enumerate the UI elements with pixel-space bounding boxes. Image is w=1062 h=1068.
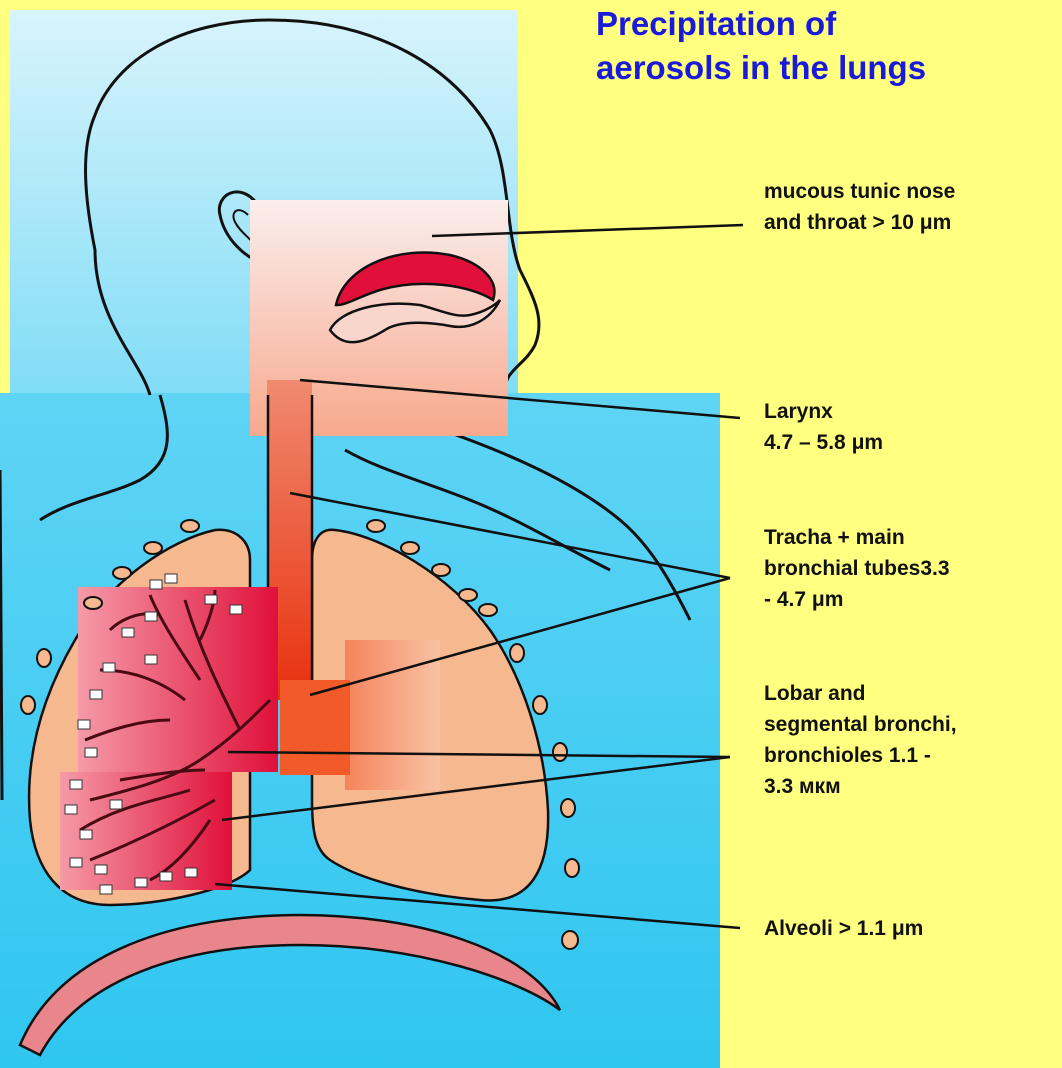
label-lobar-line-2: segmental bronchi,	[764, 709, 957, 740]
label-larynx-line-1: Larynx	[764, 396, 883, 427]
label-lobar-bronchi: Lobar and segmental bronchi, bronchioles…	[764, 678, 957, 802]
title-line-2: aerosols in the lungs	[596, 46, 926, 90]
label-trachea-line-3: - 4.7 μm	[764, 584, 950, 615]
lobar-bronchi-region	[78, 587, 278, 772]
label-nose-line-2: and throat > 10 μm	[764, 207, 955, 238]
label-trachea-line-2: bronchial tubes3.3	[764, 553, 950, 584]
label-larynx: Larynx 4.7 – 5.8 μm	[764, 396, 883, 458]
title-line-1: Precipitation of	[596, 2, 926, 46]
label-lobar-line-4: 3.3 мкм	[764, 771, 957, 802]
label-larynx-line-2: 4.7 – 5.8 μm	[764, 427, 883, 458]
page-title: Precipitation of aerosols in the lungs	[596, 2, 926, 90]
label-lobar-line-1: Lobar and	[764, 678, 957, 709]
left-arm-line	[0, 470, 2, 800]
label-nose-throat: mucous tunic nose and throat > 10 μm	[764, 176, 955, 238]
label-nose-line-1: mucous tunic nose	[764, 176, 955, 207]
label-alveoli-line-1: Alveoli > 1.1 μm	[764, 913, 923, 944]
label-trachea-line-1: Tracha + main	[764, 522, 950, 553]
label-trachea: Tracha + main bronchial tubes3.3 - 4.7 μ…	[764, 522, 950, 615]
label-alveoli: Alveoli > 1.1 μm	[764, 913, 923, 944]
label-lobar-line-3: bronchioles 1.1 -	[764, 740, 957, 771]
